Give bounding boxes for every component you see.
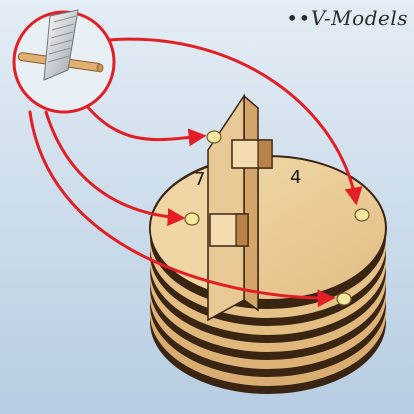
hole-1 — [207, 131, 221, 143]
part-label-left: 7 — [194, 169, 205, 190]
hole-3 — [355, 209, 369, 221]
callout — [14, 10, 114, 112]
hole-4 — [337, 293, 351, 305]
brand-logo: ••V-Models — [286, 6, 408, 30]
logo-prefix: •• — [286, 6, 311, 30]
hole-2 — [185, 213, 199, 225]
logo-text: V-Models — [311, 6, 408, 30]
part-label-right: 4 — [290, 167, 301, 188]
